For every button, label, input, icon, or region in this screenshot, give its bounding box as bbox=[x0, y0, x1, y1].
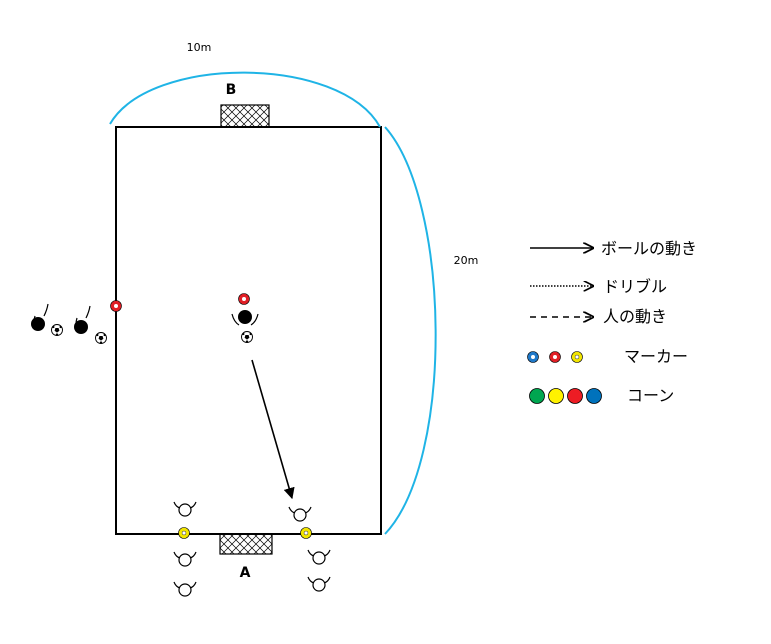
legend-cones-label: コーン bbox=[627, 386, 674, 405]
ball-2 bbox=[95, 332, 107, 345]
marker-yellow-left bbox=[178, 527, 190, 539]
width-dimension-label: 10m bbox=[187, 41, 212, 54]
goal-bottom-label: A bbox=[240, 565, 251, 581]
goal-bottom bbox=[219, 533, 273, 555]
white-player-left-2 bbox=[173, 551, 197, 567]
legend-marker-yellow bbox=[571, 351, 583, 363]
black-player-center bbox=[231, 310, 259, 326]
white-player-right-3 bbox=[307, 576, 331, 592]
white-player-right-2 bbox=[307, 549, 331, 565]
legend-markers-label: マーカー bbox=[624, 347, 688, 366]
white-player-right-1 bbox=[288, 506, 312, 522]
legend-cone-blue bbox=[586, 388, 602, 404]
legend-marker-red bbox=[549, 351, 561, 363]
legend: ボールの動き ドリブル 人の動き マーカー コーン bbox=[527, 239, 697, 405]
ball-1 bbox=[51, 324, 63, 337]
legend-dribble-label: ドリブル bbox=[603, 277, 667, 296]
legend-cone-yellow bbox=[548, 388, 564, 404]
ball-center bbox=[241, 331, 253, 344]
white-player-left-3 bbox=[173, 581, 197, 597]
width-dimension-arc bbox=[109, 71, 381, 128]
legend-cone-green bbox=[529, 388, 545, 404]
goal-top-label: B bbox=[226, 82, 237, 98]
black-player-waiting-1 bbox=[31, 303, 49, 331]
marker-yellow-right bbox=[300, 527, 312, 539]
length-dimension-arc bbox=[384, 126, 437, 535]
white-player-left-1 bbox=[173, 501, 197, 517]
pass-arrow bbox=[251, 359, 295, 500]
length-dimension-label: 20m bbox=[454, 254, 479, 267]
legend-player-label: 人の動き bbox=[603, 307, 667, 326]
marker-red-left bbox=[110, 300, 122, 312]
black-player-waiting-2 bbox=[74, 305, 91, 334]
legend-cone-red bbox=[567, 388, 583, 404]
marker-red-center bbox=[238, 293, 250, 305]
legend-marker-blue bbox=[527, 351, 539, 363]
field-boundary bbox=[115, 126, 382, 535]
goal-top bbox=[220, 104, 270, 128]
legend-ball-label: ボールの動き bbox=[601, 239, 697, 258]
